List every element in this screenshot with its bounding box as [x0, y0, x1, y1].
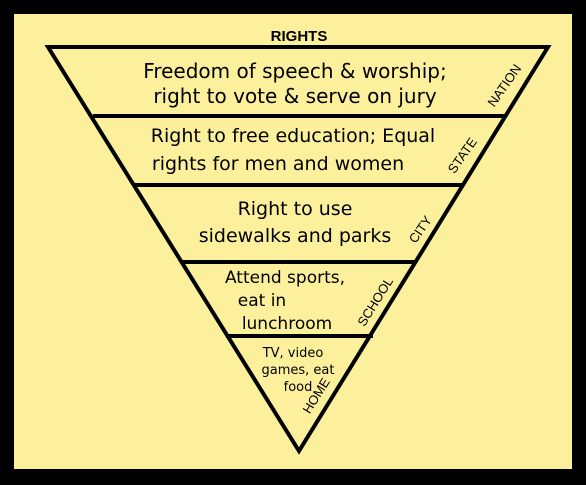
- diagram-panel: [14, 14, 572, 469]
- tier-home-line-2: games, eat: [262, 363, 335, 378]
- rights-pyramid-outline: [44, 45, 552, 455]
- tier-school-line-2: eat in: [238, 291, 286, 311]
- tier-nation-line-1: Freedom of speech & worship;: [143, 59, 446, 83]
- tier-nation: Freedom of speech & worship; right to vo…: [143, 59, 524, 109]
- tier-city-line-1: Right to use: [238, 198, 353, 220]
- tier-state-line-1: Right to free education; Equal: [151, 125, 435, 147]
- tier-state-line-2: rights for men and women: [152, 153, 404, 175]
- tier-school-line-3: lunchroom: [242, 314, 332, 334]
- tier-home-line-1: TV, video: [262, 346, 324, 361]
- tier-nation-line-2: right to vote & serve on jury: [153, 84, 436, 108]
- tier-home-line-3: food: [284, 380, 313, 395]
- tier-school-line-1: Attend sports,: [225, 268, 345, 288]
- tier-city-line-2: sidewalks and parks: [199, 225, 392, 247]
- diagram-title: RIGHTS: [271, 28, 328, 45]
